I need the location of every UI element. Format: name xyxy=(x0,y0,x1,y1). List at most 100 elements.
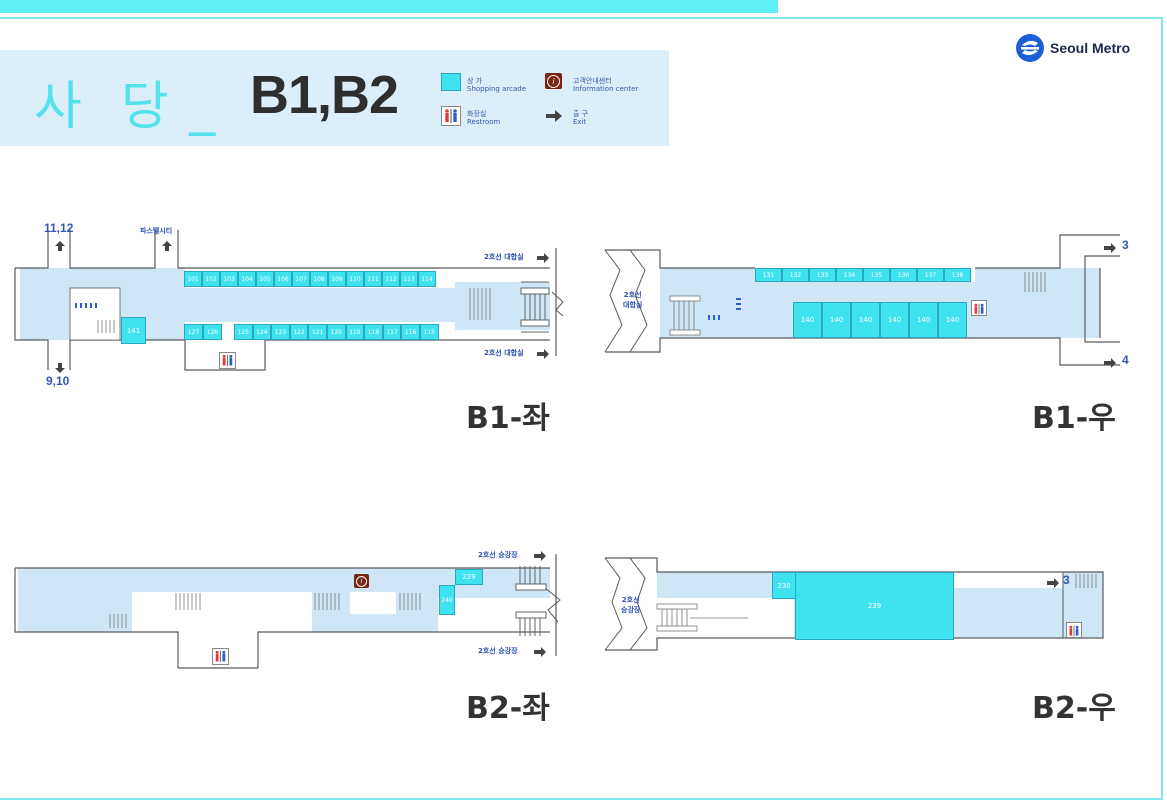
shop-label: 111 xyxy=(367,275,379,283)
shop-115[interactable]: 115 xyxy=(419,324,439,340)
shop-120[interactable]: 120 xyxy=(326,324,346,340)
b2l-stairs-1 xyxy=(175,593,201,610)
legend-info-label: 고객안내센터 Information center xyxy=(573,77,638,93)
shop-label: 117 xyxy=(386,328,398,336)
shop-label: 140 xyxy=(858,316,873,324)
arrow-up-icon xyxy=(54,237,66,256)
shop-230-label: 230 xyxy=(777,581,791,590)
shop-112[interactable]: 112 xyxy=(382,271,400,287)
b2-left-platform-bottom: 2호선 승강장 xyxy=(478,647,518,655)
shop-141[interactable]: 141 xyxy=(121,317,146,344)
b2r-stairs-right xyxy=(1075,574,1097,588)
b1r-stairs-left xyxy=(669,295,701,336)
shop-133[interactable]: 133 xyxy=(809,268,836,282)
shop-label: 118 xyxy=(367,328,380,336)
legend-shop-label: 상 가 Shopping arcade xyxy=(467,77,526,93)
shop-125[interactable]: 125 xyxy=(234,324,253,340)
shop-107[interactable]: 107 xyxy=(292,271,310,287)
title-panel xyxy=(0,50,669,146)
exit-arrow-icon xyxy=(545,108,563,127)
shop-111[interactable]: 111 xyxy=(364,271,382,287)
shop-131[interactable]: 131 xyxy=(755,268,782,282)
shop-118[interactable]: 118 xyxy=(364,324,383,340)
shop-116[interactable]: 116 xyxy=(401,324,420,340)
shop-105[interactable]: 105 xyxy=(256,271,274,287)
arrow-right-icon xyxy=(1103,354,1117,373)
shop-104[interactable]: 104 xyxy=(238,271,256,287)
b1-right-label: B1-우 xyxy=(1032,401,1116,436)
shop-140[interactable]: 140 xyxy=(880,302,909,338)
shop-239[interactable]: 239 xyxy=(795,572,954,640)
shop-102[interactable]: 102 xyxy=(202,271,220,287)
b1-left-to-line2-top: 2호선 대합실 xyxy=(484,253,524,261)
b1l-ticket-gates xyxy=(75,303,97,308)
legend-restroom-ko: 화장실 xyxy=(467,110,487,118)
shop-141-label: 141 xyxy=(126,326,141,335)
shop-140[interactable]: 140 xyxy=(851,302,880,338)
shop-140[interactable]: 140 xyxy=(909,302,938,338)
shop-114[interactable]: 114 xyxy=(418,271,436,287)
frame-line-right xyxy=(1161,17,1163,800)
shop-117[interactable]: 117 xyxy=(382,324,402,340)
shop-label: 123 xyxy=(274,328,287,336)
shop-109[interactable]: 109 xyxy=(328,271,346,287)
b2r-stairs-left xyxy=(656,603,698,632)
shop-label: 127 xyxy=(187,328,200,336)
shop-132[interactable]: 132 xyxy=(782,268,809,282)
shop-label: 104 xyxy=(241,275,253,283)
legend-info-en: Information center xyxy=(573,85,639,93)
b2l-stairs-edge xyxy=(515,566,547,636)
shop-label: 134 xyxy=(843,271,856,279)
shop-229-label: 229 xyxy=(462,573,476,581)
shop-124[interactable]: 124 xyxy=(252,324,272,340)
arrow-right-icon xyxy=(533,547,547,566)
b1r-stairs xyxy=(1024,272,1046,292)
shop-label: 132 xyxy=(789,271,802,279)
shop-138[interactable]: 138 xyxy=(944,268,971,282)
shop-136[interactable]: 136 xyxy=(890,268,917,282)
legend-shop-swatch xyxy=(441,73,461,91)
shop-134[interactable]: 134 xyxy=(836,268,863,282)
shop-123[interactable]: 123 xyxy=(271,324,290,340)
pastel-city-label: 파스텔시티 xyxy=(140,227,173,235)
shop-127[interactable]: 127 xyxy=(184,324,203,340)
shop-140[interactable]: 140 xyxy=(938,302,967,338)
shop-label: 103 xyxy=(223,275,235,283)
shop-106[interactable]: 106 xyxy=(274,271,292,287)
shop-135[interactable]: 135 xyxy=(863,268,890,282)
shop-label: 124 xyxy=(256,328,268,336)
legend-exit-en: Exit xyxy=(573,118,587,126)
shop-108[interactable]: 108 xyxy=(310,271,328,287)
shop-101[interactable]: 101 xyxy=(184,271,202,287)
b1-right-hall-label: 2호선 대합실 xyxy=(623,291,643,309)
shop-119[interactable]: 119 xyxy=(345,324,365,340)
shop-140[interactable]: 140 xyxy=(793,302,822,338)
arrow-right-icon xyxy=(1103,239,1117,258)
shop-103[interactable]: 103 xyxy=(220,271,238,287)
shop-113[interactable]: 113 xyxy=(400,271,418,287)
shop-240[interactable]: 240 xyxy=(439,585,455,615)
b1-left-exit-11-12: 11,12 xyxy=(44,221,74,235)
top-accent-bar xyxy=(0,0,778,13)
shop-140[interactable]: 140 xyxy=(822,302,851,338)
shop-label: 110 xyxy=(349,275,361,283)
b1r-gates xyxy=(708,298,741,320)
b2-left-restroom-icon xyxy=(212,648,229,665)
b2-right-label: B2-우 xyxy=(1032,691,1116,726)
b2-right-hall-label: 2호선 승강장 xyxy=(621,596,641,614)
shop-label: 138 xyxy=(951,271,964,279)
b1-left-exit-9-10: 9,10 xyxy=(46,374,70,388)
shop-229[interactable]: 229 xyxy=(455,569,483,585)
shop-126[interactable]: 126 xyxy=(203,324,222,340)
shop-137[interactable]: 137 xyxy=(917,268,944,282)
shop-121[interactable]: 121 xyxy=(308,324,327,340)
shop-label: 125 xyxy=(237,328,250,336)
shop-230[interactable]: 230 xyxy=(772,572,796,599)
shop-label: 137 xyxy=(924,271,937,279)
shop-label: 131 xyxy=(762,271,775,279)
info-center-icon: i xyxy=(545,73,562,89)
shop-122[interactable]: 122 xyxy=(289,324,309,340)
shop-110[interactable]: 110 xyxy=(346,271,364,287)
b1-right-exit-4: 4 xyxy=(1122,353,1129,367)
shop-label: 140 xyxy=(829,316,844,324)
